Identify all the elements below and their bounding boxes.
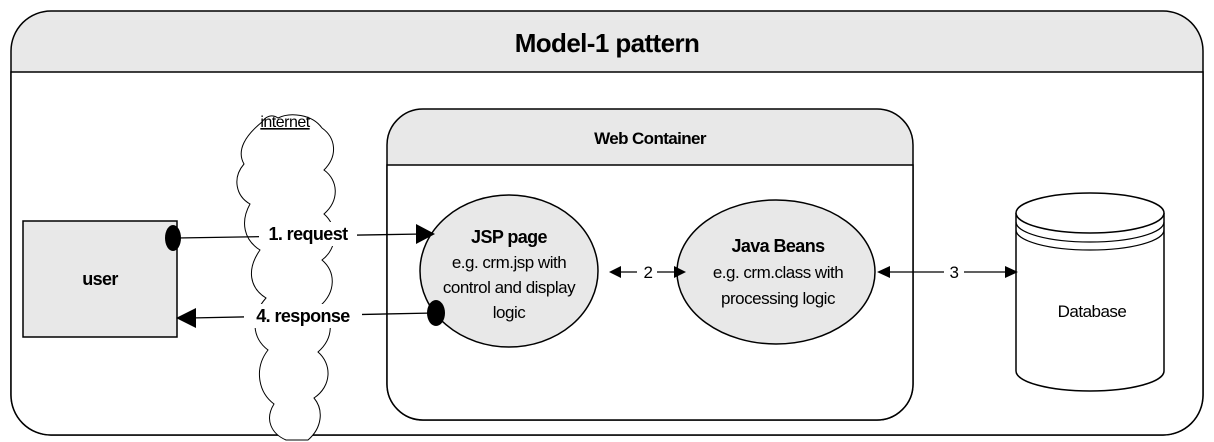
jsp-title: JSP page xyxy=(471,227,547,247)
beans-line-2: processing logic xyxy=(721,289,836,308)
internet-cloud: internet xyxy=(236,114,336,441)
jsp-page-node: JSP page e.g. crm.jsp with control and d… xyxy=(419,194,599,348)
request-arrow: 1. request xyxy=(165,222,435,251)
response-arrow: 4. response xyxy=(176,300,445,328)
response-label: 4. response xyxy=(256,306,350,326)
java-beans-node: Java Beans e.g. crm.class with processin… xyxy=(676,199,876,345)
internet-label: internet xyxy=(260,114,310,131)
beans-db-arrow: 3 xyxy=(877,262,1018,282)
jsp-beans-arrow: 2 xyxy=(609,262,686,282)
jsp-line-2: control and display xyxy=(443,278,576,297)
beans-line-1: e.g. crm.class with xyxy=(713,263,843,282)
user-node: user xyxy=(22,220,178,338)
database-label: Database xyxy=(1058,302,1127,321)
diagram-title: Model-1 pattern xyxy=(515,28,700,58)
beans-title: Java Beans xyxy=(731,236,825,256)
web-container-title: Web Container xyxy=(594,129,707,148)
request-label: 1. request xyxy=(268,224,348,244)
jsp-line-1: e.g. crm.jsp with xyxy=(452,253,566,272)
jsp-line-3: logic xyxy=(493,303,526,322)
database-node: Database xyxy=(1015,192,1165,392)
arrow-2-label: 2 xyxy=(644,263,653,282)
arrow-3-label: 3 xyxy=(950,263,959,282)
user-label: user xyxy=(82,269,118,289)
